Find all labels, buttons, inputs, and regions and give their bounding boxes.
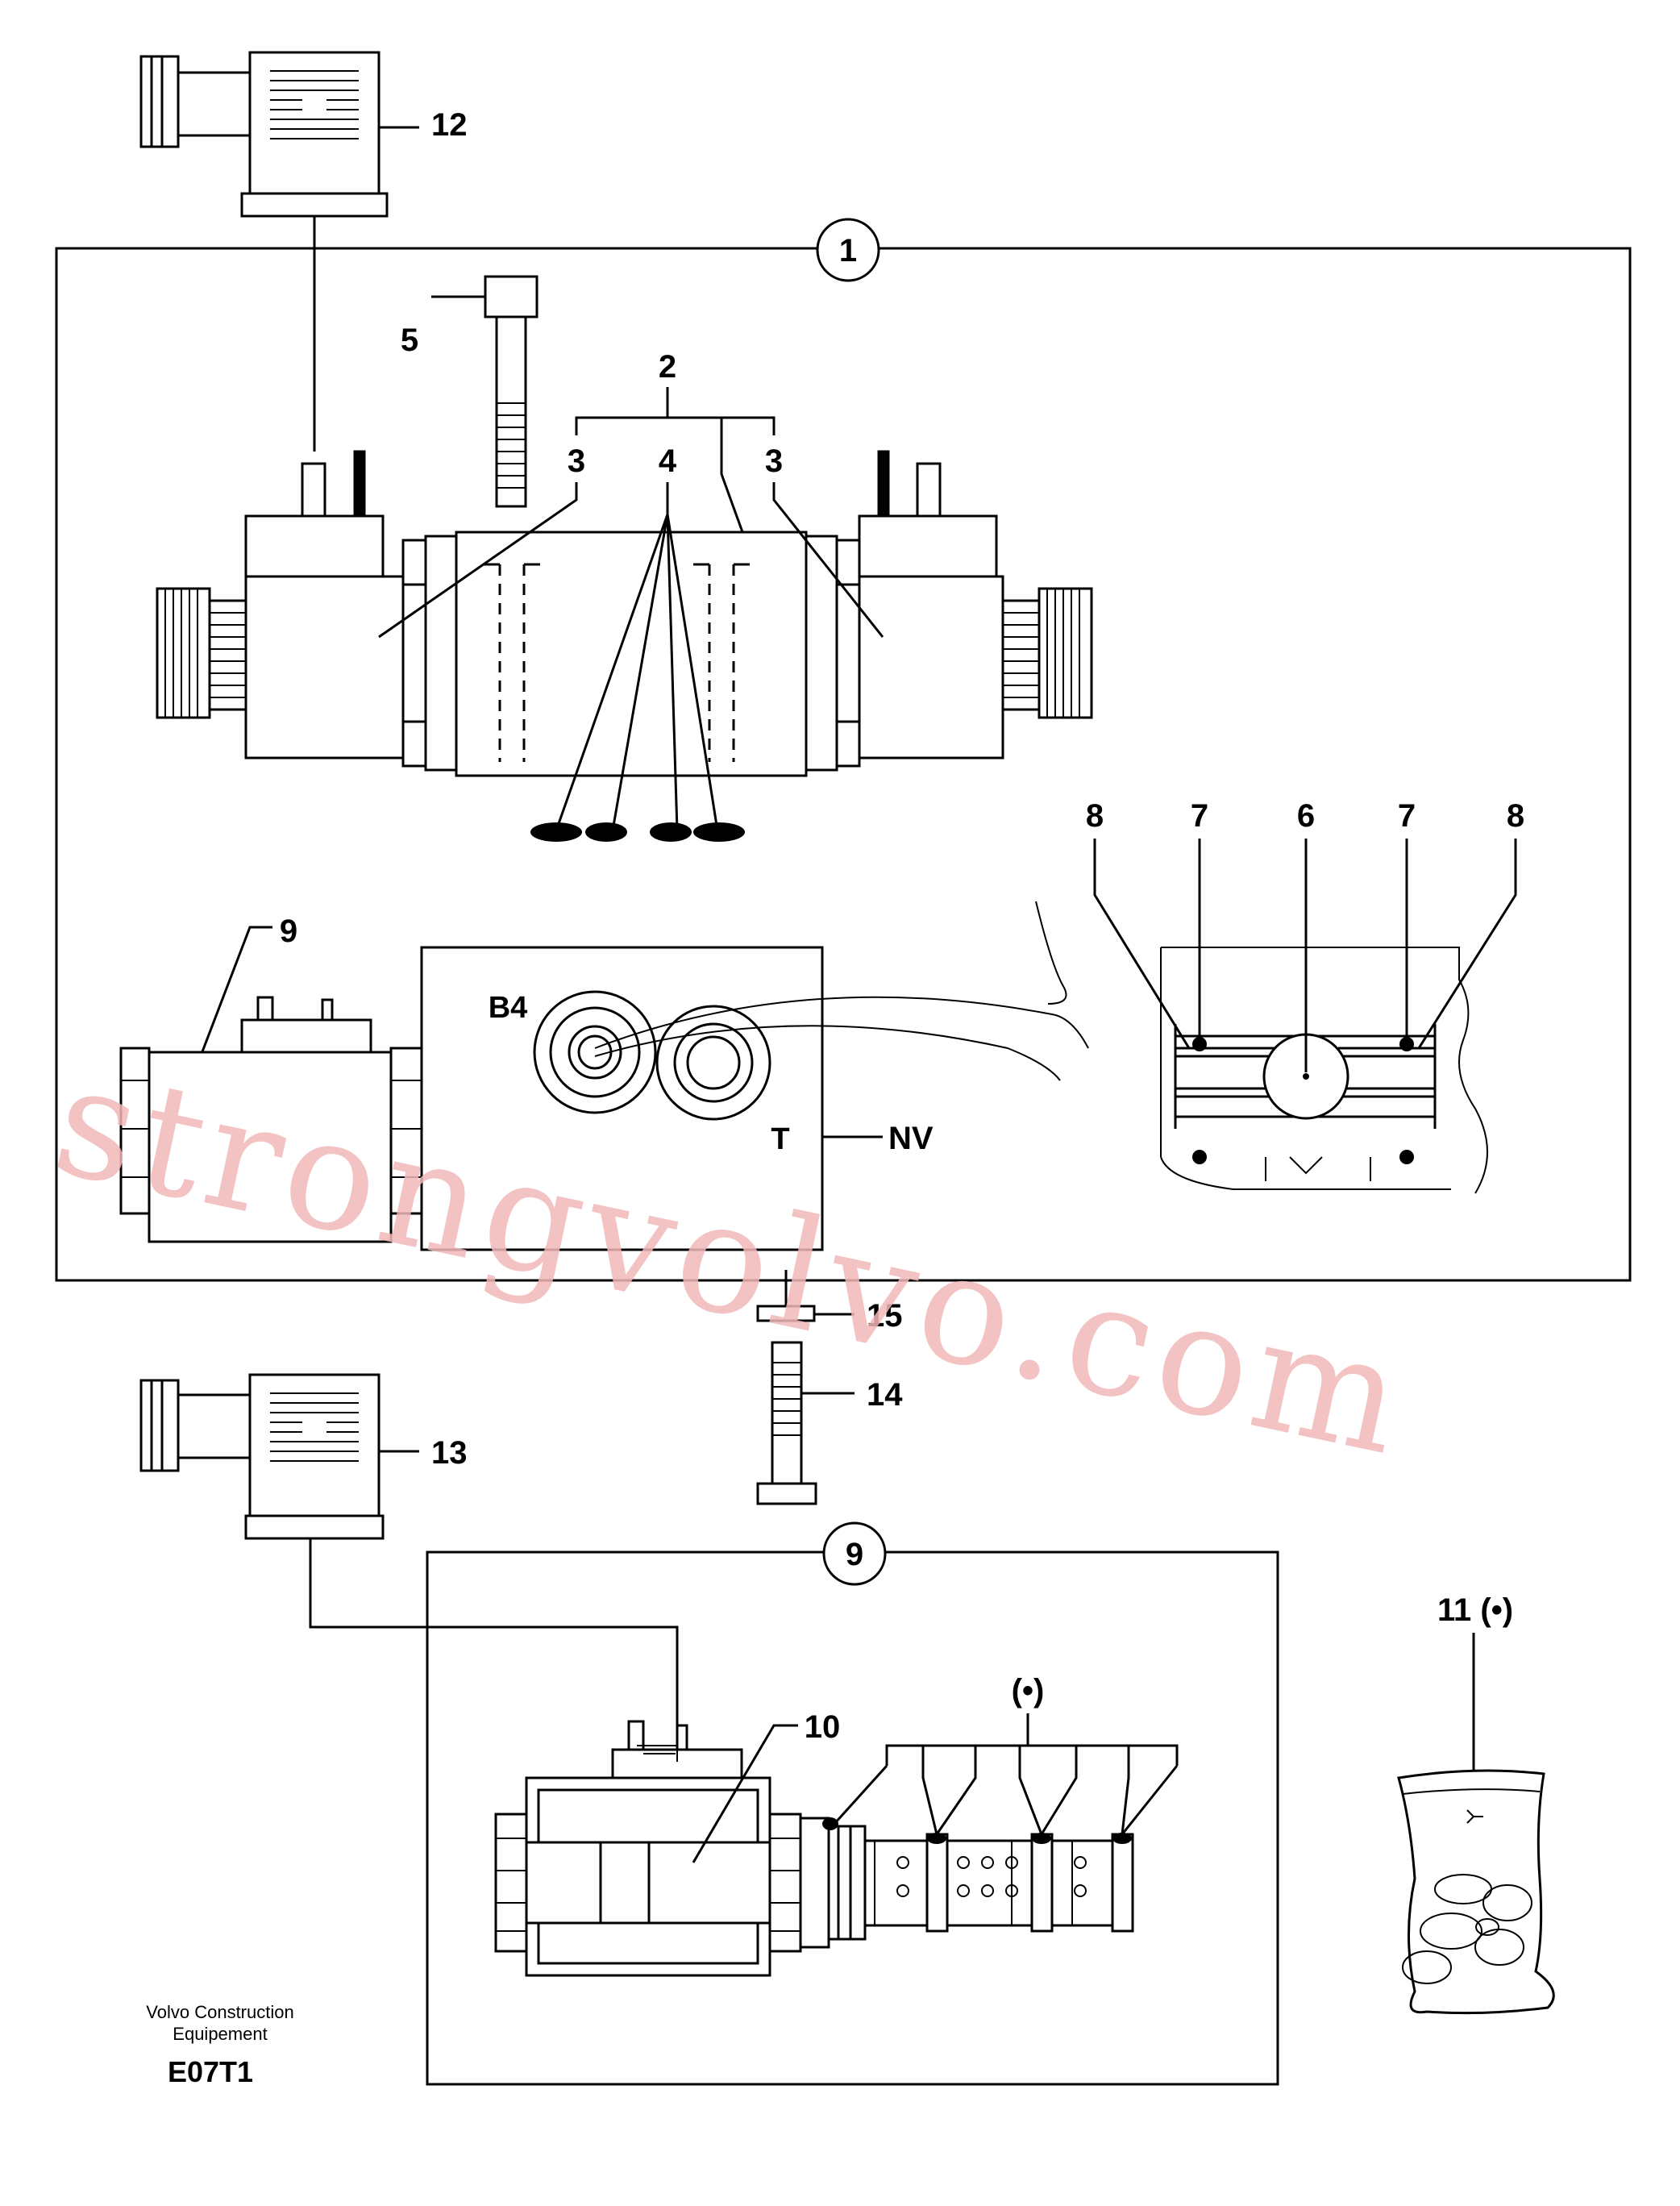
label-8-left: 8 (1086, 798, 1104, 834)
check-valve-detail (1035, 901, 1488, 1194)
label-8-right: 8 (1507, 798, 1524, 834)
callout-circle-9 (822, 1521, 887, 1586)
label-5: 5 (401, 323, 418, 358)
label-9-box: 9 (846, 1537, 863, 1572)
label-1: 1 (839, 233, 857, 268)
leader-4 (555, 482, 719, 831)
brand-line-2: Equipement (173, 2024, 267, 2044)
connector-13 (139, 1373, 679, 1756)
solenoid-9-small (119, 996, 423, 1243)
label-6: 6 (1297, 798, 1315, 834)
connector-12 (139, 51, 419, 452)
leaders-dot (833, 1746, 1179, 1835)
bolt-5 (431, 275, 539, 508)
bracket-dot (885, 1713, 1179, 1766)
label-10: 10 (805, 1709, 841, 1745)
label-14: 14 (867, 1377, 903, 1413)
callout-circle-1 (816, 218, 880, 282)
washer-15 (756, 1270, 855, 1322)
manifold-nv (420, 946, 1089, 1251)
leader-3-right (772, 482, 884, 638)
solenoid-cartridge-10 (494, 1720, 1134, 1977)
bolt-14 (756, 1341, 855, 1505)
label-9: 9 (280, 914, 297, 949)
bracket-2 (575, 387, 776, 435)
solenoid-valve (156, 450, 1093, 777)
label-2: 2 (659, 349, 676, 385)
label-t: T (771, 1122, 789, 1156)
label-7-left: 7 (1191, 798, 1208, 834)
label-15: 15 (867, 1298, 903, 1334)
label-13: 13 (431, 1435, 468, 1471)
leader-8-right (1417, 839, 1517, 1049)
label-12: 12 (431, 107, 468, 143)
seal-kit-bag-11 (1397, 1769, 1555, 2015)
leader-3-left (378, 482, 578, 639)
label-3-right: 3 (765, 443, 783, 479)
label-b4: B4 (489, 991, 528, 1025)
label-11: 11 (•) (1437, 1592, 1513, 1628)
label-3-left: 3 (568, 443, 585, 479)
leader-10 (692, 1724, 798, 1863)
label-7-right: 7 (1398, 798, 1416, 834)
drawing-code: E07T1 (168, 2055, 253, 2088)
seal-rings-4 (530, 822, 745, 842)
brand-line-1: Volvo Construction (146, 2002, 293, 2022)
label-nv: NV (888, 1121, 934, 1156)
leader-8-left (1093, 839, 1191, 1049)
label-dot: (•) (1012, 1673, 1045, 1709)
label-4: 4 (659, 443, 677, 479)
leader-9 (196, 926, 272, 1065)
